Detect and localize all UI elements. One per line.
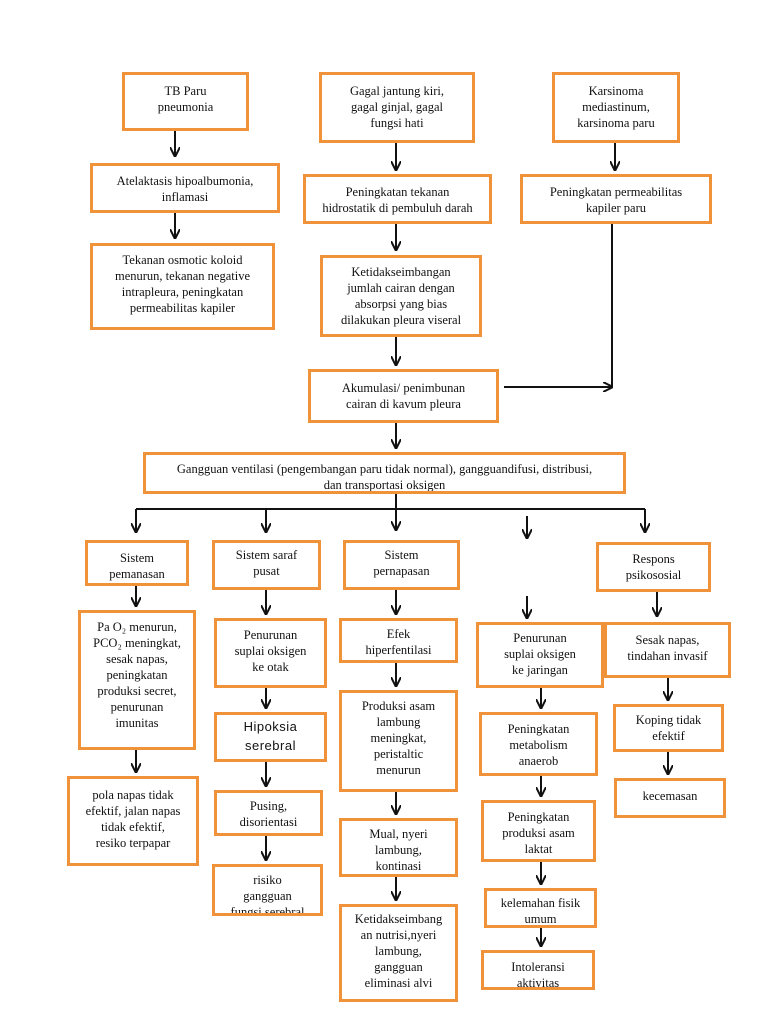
node-respons-psikososial: Respons psikososial (596, 542, 711, 592)
node-label: Pa O₂ menurun, PCO₂ meningkat, sesak nap… (93, 620, 181, 730)
node-label: Peningkatan tekanan hidrostatik di pembu… (322, 185, 473, 215)
node-label: pola napas tidak efektif, jalan napas ti… (85, 788, 181, 850)
node-label: Peningkatan produksi asam laktat (502, 810, 575, 856)
node-label: kecemasan (642, 789, 698, 803)
node-ketidakseimbangan-nutrisi: Ketidakseimbang an nutrisi,nyeri lambung… (339, 904, 458, 1002)
node-hipoksia-serebral: Hipoksia serebral (214, 712, 327, 762)
node-label: Gagal jantung kiri, gagal ginjal, gagal … (349, 84, 445, 130)
node-tb-paru: TB Paru pneumonia (122, 72, 249, 131)
node-sesak-napas: Sesak napas, tindahan invasif (604, 622, 731, 678)
node-ketidakseimbangan-jumlah: Ketidakseimbangan jumlah cairan dengan a… (320, 255, 482, 337)
node-label: Pusing, disorientasi (239, 799, 298, 829)
node-label: Intoleransi aktivitas (511, 960, 565, 990)
node-label: Respons psikososial (625, 552, 682, 582)
node-label: Ketidakseimbangan jumlah cairan dengan a… (340, 265, 462, 327)
node-label: Sistem saraf pusat (235, 548, 298, 578)
node-label: Sesak napas, tindahan invasif (627, 633, 708, 663)
node-atelaktasis: Atelaktasis hipoalbumonia, inflamasi (90, 163, 280, 213)
node-tekanan-osmotic: Tekanan osmotic koloid menurun, tekanan … (90, 243, 275, 330)
node-label: Atelaktasis hipoalbumonia, inflamasi (116, 174, 254, 204)
node-karsinoma: Karsinoma mediastinum, karsinoma paru (552, 72, 680, 143)
node-peningkatan-tekanan: Peningkatan tekanan hidrostatik di pembu… (303, 174, 492, 224)
node-label: Sistem pemanasan (109, 551, 165, 581)
node-label: Karsinoma mediastinum, karsinoma paru (577, 84, 655, 130)
node-gangguan-ventilasi: Gangguan ventilasi (pengembangan paru ti… (143, 452, 626, 494)
node-label: Gangguan ventilasi (pengembangan paru ti… (176, 462, 593, 492)
node-label: Penurunan suplai oksigen ke jaringan (504, 631, 576, 677)
node-label: kelemahan fisik umum (500, 896, 581, 926)
node-sistem-saraf: Sistem saraf pusat (212, 540, 321, 590)
node-sistem-pernapasan: Sistem pernapasan (343, 540, 460, 590)
node-peningkatan-metabolisme: Peningkatan metabolism anaerob (479, 712, 598, 776)
node-pao2-menurun: Pa O₂ menurun, PCO₂ meningkat, sesak nap… (78, 610, 196, 750)
node-efek-hiperfentilasi: Efek hiperfentilasi (339, 618, 458, 663)
node-peningkatan-asam-laktat: Peningkatan produksi asam laktat (481, 800, 596, 862)
node-label: Penurunan suplai oksigen ke otak (234, 628, 307, 674)
node-koping: Koping tidak efektif (613, 704, 724, 752)
node-pola-napas: pola napas tidak efektif, jalan napas ti… (67, 776, 199, 866)
node-kelemahan-fisik: kelemahan fisik umum (484, 888, 597, 928)
node-label: Hipoksia serebral (243, 719, 298, 753)
node-label: Ketidakseimbang an nutrisi,nyeri lambung… (354, 912, 443, 990)
node-risiko-gangguan: risiko gangguan fungsi serebral (212, 864, 323, 916)
node-intoleransi: Intoleransi aktivitas (481, 950, 595, 990)
node-penurunan-suplai-jaringan: Penurunan suplai oksigen ke jaringan (476, 622, 604, 688)
node-peningkatan-permeabilitas: Peningkatan permeabilitas kapiler paru (520, 174, 712, 224)
node-label: Mual, nyeri lambung, kontinasi (369, 827, 428, 873)
node-label: Koping tidak efektif (635, 713, 702, 743)
node-sistem-pemanasan: Sistem pemanasan (85, 540, 189, 586)
node-label: Akumulasi/ penimbunan cairan di kavum pl… (341, 381, 466, 411)
node-label: Efek hiperfentilasi (365, 627, 432, 657)
node-akumulasi: Akumulasi/ penimbunan cairan di kavum pl… (308, 369, 499, 423)
node-penurunan-suplai-otak: Penurunan suplai oksigen ke otak (214, 618, 327, 688)
node-label: Sistem pernapasan (373, 548, 430, 578)
node-gagal-jantung: Gagal jantung kiri, gagal ginjal, gagal … (319, 72, 475, 143)
node-label: Peningkatan metabolism anaerob (507, 722, 570, 768)
node-kecemasan: kecemasan (614, 778, 726, 818)
node-label: Tekanan osmotic koloid menurun, tekanan … (114, 253, 251, 315)
node-mual-nyeri: Mual, nyeri lambung, kontinasi (339, 818, 458, 877)
node-label: Produksi asam lambung meningkat, perista… (361, 699, 436, 777)
node-produksi-asam-lambung: Produksi asam lambung meningkat, perista… (339, 690, 458, 792)
node-label: risiko gangguan fungsi serebral (230, 873, 305, 916)
node-label: TB Paru pneumonia (157, 84, 214, 114)
node-pusing: Pusing, disorientasi (214, 790, 323, 836)
node-label: Peningkatan permeabilitas kapiler paru (549, 185, 683, 215)
